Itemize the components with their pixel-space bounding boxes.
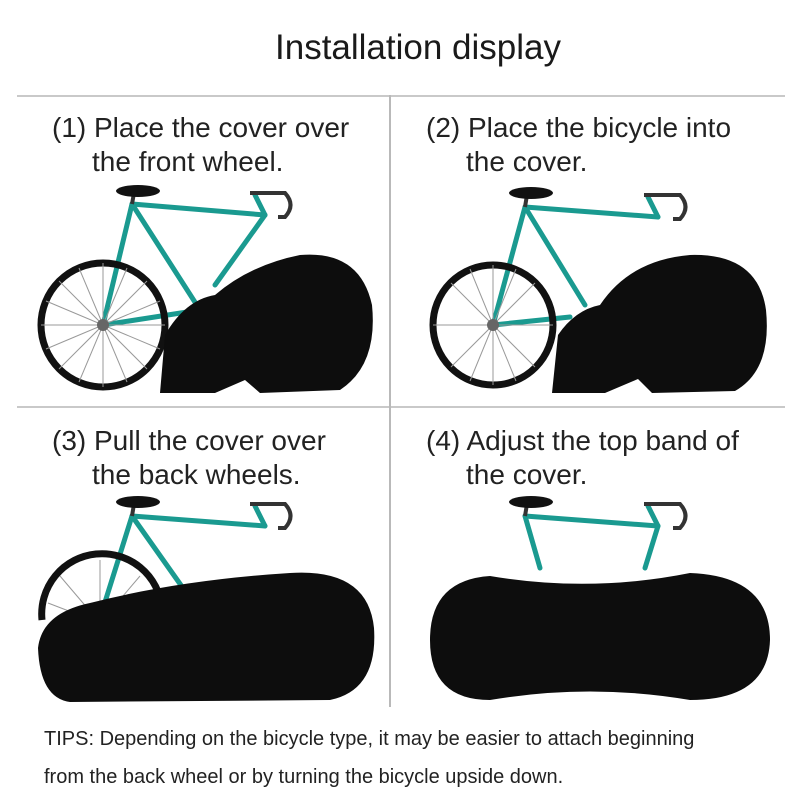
step-1-caption: (1) Place the cover over the front wheel…: [52, 111, 349, 179]
bicycle-illustration-icon: [38, 496, 375, 702]
step-3-line1: (3) Pull the cover over: [52, 425, 326, 456]
step-panel-3: (3) Pull the cover over the back wheels.: [0, 408, 390, 708]
bicycle-illustration-icon: [429, 187, 767, 393]
step-2-caption: (2) Place the bicycle into the cover.: [426, 111, 731, 179]
bike-cover-icon: [38, 572, 375, 702]
page-title: Installation display: [275, 28, 561, 67]
step-panel-4: (4) Adjust the top band of the cover.: [390, 408, 790, 708]
installation-grid: [17, 95, 785, 707]
step-4-caption: (4) Adjust the top band of the cover.: [426, 424, 739, 492]
step-3-caption: (3) Pull the cover over the back wheels.: [52, 424, 326, 492]
step-4-line1: (4) Adjust the top band of: [426, 425, 739, 456]
bike-cover-icon: [552, 254, 767, 393]
step-3-line2: the back wheels.: [92, 459, 301, 490]
divider-vertical: [389, 95, 391, 707]
step-panel-1: (1) Place the cover over the front wheel…: [0, 95, 390, 406]
tips-line2: from the back wheel or by turning the bi…: [44, 766, 564, 788]
step-4-line2: the cover.: [466, 459, 588, 490]
bicycle-illustration-icon: [37, 185, 373, 393]
tips-text: TIPS: Depending on the bicycle type, it …: [44, 720, 784, 796]
bike-cover-icon: [430, 573, 770, 700]
step-panel-2: (2) Place the bicycle into the cover.: [390, 95, 790, 406]
step-2-line1: (2) Place the bicycle into: [426, 112, 732, 143]
rear-wheel: [38, 550, 166, 621]
step-1-line1: (1) Place the cover over: [52, 112, 350, 143]
step-1-line2: the front wheel.: [92, 146, 284, 177]
tips-line1: TIPS: Depending on the bicycle type, it …: [44, 728, 695, 750]
divider-middle: [17, 406, 785, 408]
bike-cover-icon: [160, 254, 373, 393]
divider-top: [17, 95, 785, 97]
bicycle-illustration-icon: [430, 496, 770, 700]
step-2-line2: the cover.: [466, 146, 588, 177]
